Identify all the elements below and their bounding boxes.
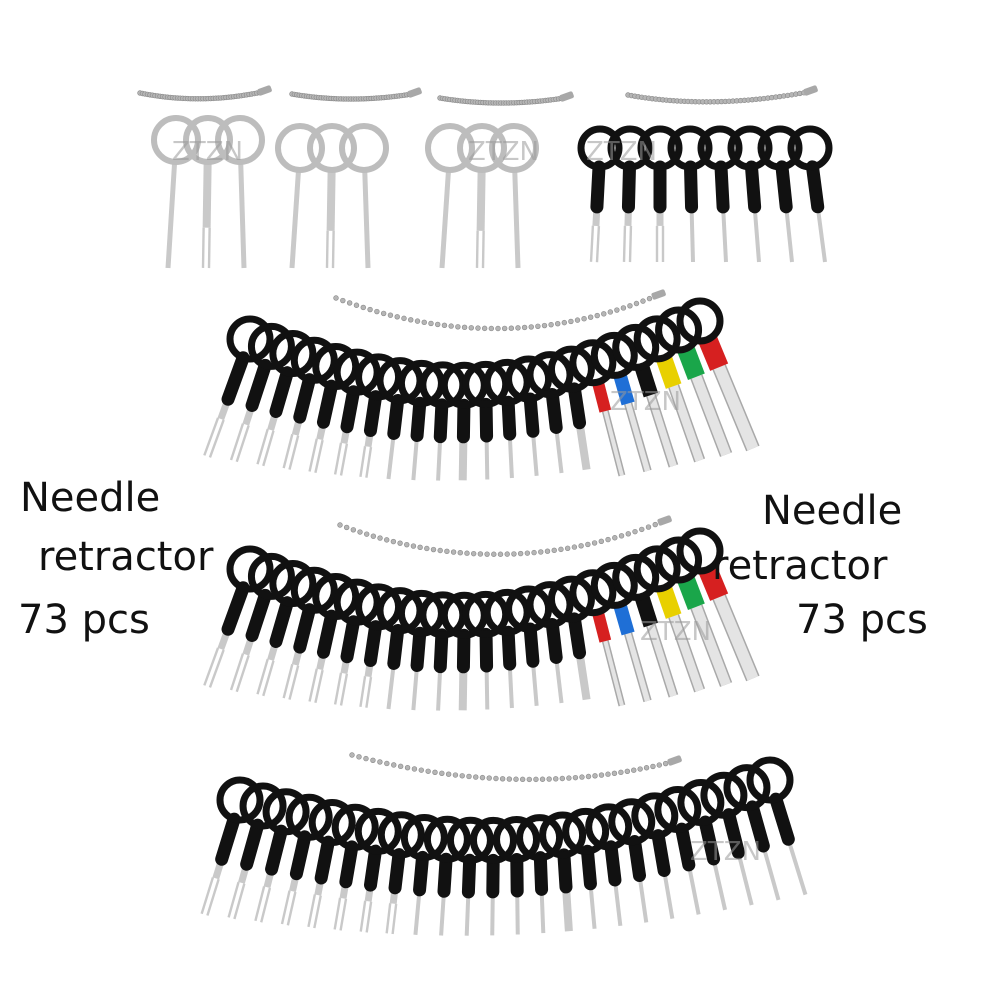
- black-handle-tool: [256, 559, 317, 697]
- black-handle-tool: [331, 803, 379, 931]
- black-handle-tool: [612, 323, 679, 468]
- black-handle-tool: [697, 125, 743, 263]
- black-handle-tool: [526, 581, 574, 704]
- black-handle-tool: [333, 348, 381, 476]
- black-handle-tool: [227, 782, 287, 920]
- black-handle-tool: [229, 322, 295, 463]
- black-handle-tool: [547, 575, 595, 701]
- bead-chain: [289, 87, 422, 102]
- black-handle-tool: [633, 545, 706, 693]
- black-handle-tool: [505, 355, 553, 476]
- bead-chain: [137, 85, 272, 102]
- black-handle-tool: [757, 125, 803, 263]
- black-handle-tool: [505, 585, 553, 706]
- black-handle-tool: [280, 793, 333, 926]
- bead-chain: [625, 85, 818, 105]
- left-caption-line1: Needle: [20, 475, 161, 521]
- black-handle-tool: [787, 125, 833, 263]
- steel-tool: [183, 115, 233, 269]
- black-handle-tool: [667, 125, 713, 263]
- watermark-text: ZTZN: [690, 837, 761, 867]
- black-handle-tool: [655, 306, 733, 457]
- watermarks: ZTZN ZTZN ZTZN ZTZN ZTZN ZTZN: [172, 137, 761, 867]
- black-handle-tool: [676, 527, 760, 682]
- black-handle-tool: [400, 813, 448, 936]
- black-handle-tool: [612, 553, 679, 698]
- black-handle-tool: [526, 351, 574, 474]
- watermark-text: ZTZN: [586, 137, 657, 167]
- black-handle-tool: [607, 125, 653, 263]
- black-handle-tool: [308, 573, 360, 704]
- black-handle-tool: [307, 799, 356, 929]
- steel-tool: [425, 123, 475, 269]
- black-handle-tool: [333, 578, 381, 706]
- watermark-text: ZTZN: [468, 137, 539, 167]
- black-handle-tool: [469, 816, 517, 936]
- black-handle-tool: [493, 815, 541, 935]
- black-handle-tool: [539, 811, 587, 932]
- watermark-text: ZTZN: [610, 387, 681, 417]
- black-handle-tool: [637, 125, 683, 262]
- black-handle-tool: [727, 125, 773, 263]
- watermark-text: ZTZN: [172, 137, 243, 167]
- black-handle-tool: [654, 785, 702, 915]
- black-handle-tool: [354, 807, 402, 933]
- black-handle-tool: [254, 788, 310, 923]
- left-caption-line2: retractor: [38, 534, 214, 580]
- steel-tool: [489, 123, 539, 269]
- bead-chain: [333, 289, 666, 332]
- black-handle-tool: [282, 336, 338, 470]
- black-handle-tool: [377, 811, 425, 935]
- black-handle-tool: [700, 771, 754, 906]
- black-handle-tool: [516, 814, 564, 934]
- black-handle-tool: [608, 798, 656, 923]
- bead-chain: [337, 515, 672, 557]
- black-handle-tool: [203, 315, 274, 458]
- black-handle-tool: [676, 297, 760, 452]
- steel-tool: [307, 123, 357, 269]
- black-handle-tool: [446, 816, 494, 936]
- black-handle-tool: [203, 545, 274, 688]
- black-handle-tool: [655, 536, 733, 687]
- black-handle-tool: [256, 329, 317, 467]
- steel-tool: [457, 123, 507, 269]
- black-handle-tool: [577, 125, 623, 263]
- black-handle-tool: [569, 339, 626, 477]
- black-handle-tool: [562, 807, 610, 929]
- black-handle-tool: [483, 358, 531, 479]
- steel-tool: [215, 115, 265, 269]
- right-caption-line2: retractor: [712, 543, 888, 589]
- left-caption-line3: 73 pcs: [18, 597, 150, 643]
- black-handle-tool: [423, 815, 471, 936]
- black-handle-tool: [633, 315, 706, 463]
- black-handle-tool: [308, 343, 360, 474]
- black-handle-tool: [229, 552, 295, 693]
- steel-tool: [151, 115, 201, 269]
- black-handle-tool: [677, 779, 728, 911]
- black-handle-tool: [585, 803, 633, 927]
- right-caption-line1: Needle: [762, 488, 903, 534]
- black-handle-tool: [200, 776, 264, 916]
- bead-chain: [349, 752, 682, 783]
- black-handle-tool: [631, 792, 679, 919]
- black-handle-tool: [723, 764, 781, 901]
- black-handle-tool: [282, 566, 338, 700]
- right-caption-line3: 73 pcs: [796, 597, 928, 643]
- steel-tool: [275, 123, 325, 269]
- terminal-removal-tools: [151, 115, 833, 936]
- black-handle-tool: [590, 561, 652, 703]
- black-handle-tool: [355, 583, 403, 708]
- black-handle-tool: [590, 331, 652, 473]
- bead-chain: [437, 91, 574, 106]
- black-handle-tool: [569, 569, 626, 707]
- steel-tool: [339, 123, 389, 269]
- black-handle-tool: [746, 756, 808, 896]
- black-handle-tool: [483, 588, 531, 709]
- black-handle-tool: [355, 353, 403, 478]
- black-handle-tool: [547, 345, 595, 471]
- bead-chains: [137, 85, 818, 783]
- watermark-text: ZTZN: [640, 617, 711, 647]
